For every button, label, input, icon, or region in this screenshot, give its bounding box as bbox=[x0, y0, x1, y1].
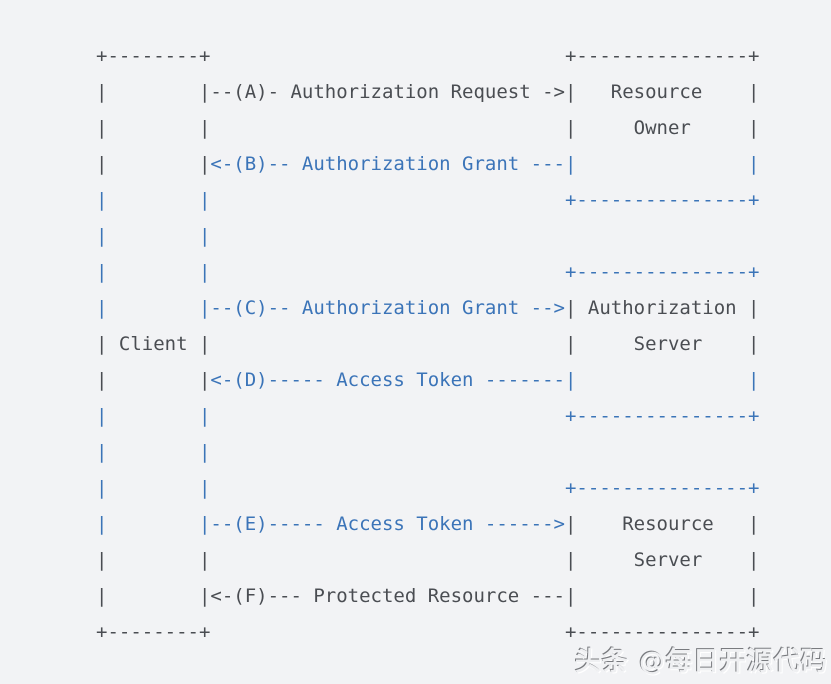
diagram-line: | |--(C)-- Authorization Grant -->| Auth… bbox=[96, 290, 831, 326]
diagram-line: +--------+ +---------------+ bbox=[96, 614, 831, 650]
diagram-line: +--------+ +---------------+ bbox=[96, 38, 831, 74]
diagram-line: | |<-(F)--- Protected Resource ---| | bbox=[96, 578, 831, 614]
ascii-segment: | | bbox=[96, 441, 211, 463]
ascii-segment: | | +---------------+ bbox=[96, 405, 760, 427]
ascii-segment: | | | Server | bbox=[96, 549, 760, 571]
diagram-line: | Client | | Server | bbox=[96, 326, 831, 362]
diagram-line: | |<-(B)-- Authorization Grant ---| | bbox=[96, 146, 831, 182]
ascii-segment: | | +---------------+ bbox=[96, 189, 760, 211]
ascii-segment: | |--(E)----- Access Token ------> bbox=[96, 513, 565, 535]
ascii-segment: | | +---------------+ bbox=[96, 261, 760, 283]
ascii-segment: | | bbox=[96, 225, 211, 247]
diagram-line: | |--(A)- Authorization Request ->| Reso… bbox=[96, 74, 831, 110]
diagram-line: | |--(E)----- Access Token ------>| Reso… bbox=[96, 506, 831, 542]
ascii-segment: <-(B)-- Authorization Grant ---| | bbox=[210, 153, 760, 175]
ascii-segment: | | +---------------+ bbox=[96, 477, 760, 499]
diagram-line: | | bbox=[96, 434, 831, 470]
ascii-segment: +--------+ +---------------+ bbox=[96, 45, 760, 67]
ascii-segment: | |--(C)-- Authorization Grant --> bbox=[96, 297, 565, 319]
ascii-segment: | Resource | bbox=[565, 513, 760, 535]
oauth-flow-ascii-diagram: +--------+ +---------------+ | |--(A)- A… bbox=[96, 38, 831, 650]
diagram-line: | | bbox=[96, 218, 831, 254]
ascii-segment: | Authorization | bbox=[565, 297, 760, 319]
ascii-segment: | Client | | Server | bbox=[96, 333, 760, 355]
ascii-segment: | | | Owner | bbox=[96, 117, 760, 139]
ascii-segment: +--------+ +---------------+ bbox=[96, 621, 760, 643]
ascii-segment: | |<-(F)--- Protected Resource ---| | bbox=[96, 585, 760, 607]
ascii-segment: | | bbox=[96, 153, 211, 175]
ascii-segment: <-(D)----- Access Token -------| | bbox=[210, 369, 760, 391]
diagram-line: | | +---------------+ bbox=[96, 398, 831, 434]
watermark: 头条 @每日开源代码 bbox=[574, 647, 828, 677]
ascii-segment: | | bbox=[96, 369, 211, 391]
diagram-line: | | +---------------+ bbox=[96, 470, 831, 506]
diagram-line: | | | Owner | bbox=[96, 110, 831, 146]
diagram-line: | | +---------------+ bbox=[96, 254, 831, 290]
diagram-line: | | | Server | bbox=[96, 542, 831, 578]
diagram-line: | | +---------------+ bbox=[96, 182, 831, 218]
ascii-segment: | |--(A)- Authorization Request ->| Reso… bbox=[96, 81, 760, 103]
diagram-line: | |<-(D)----- Access Token -------| | bbox=[96, 362, 831, 398]
